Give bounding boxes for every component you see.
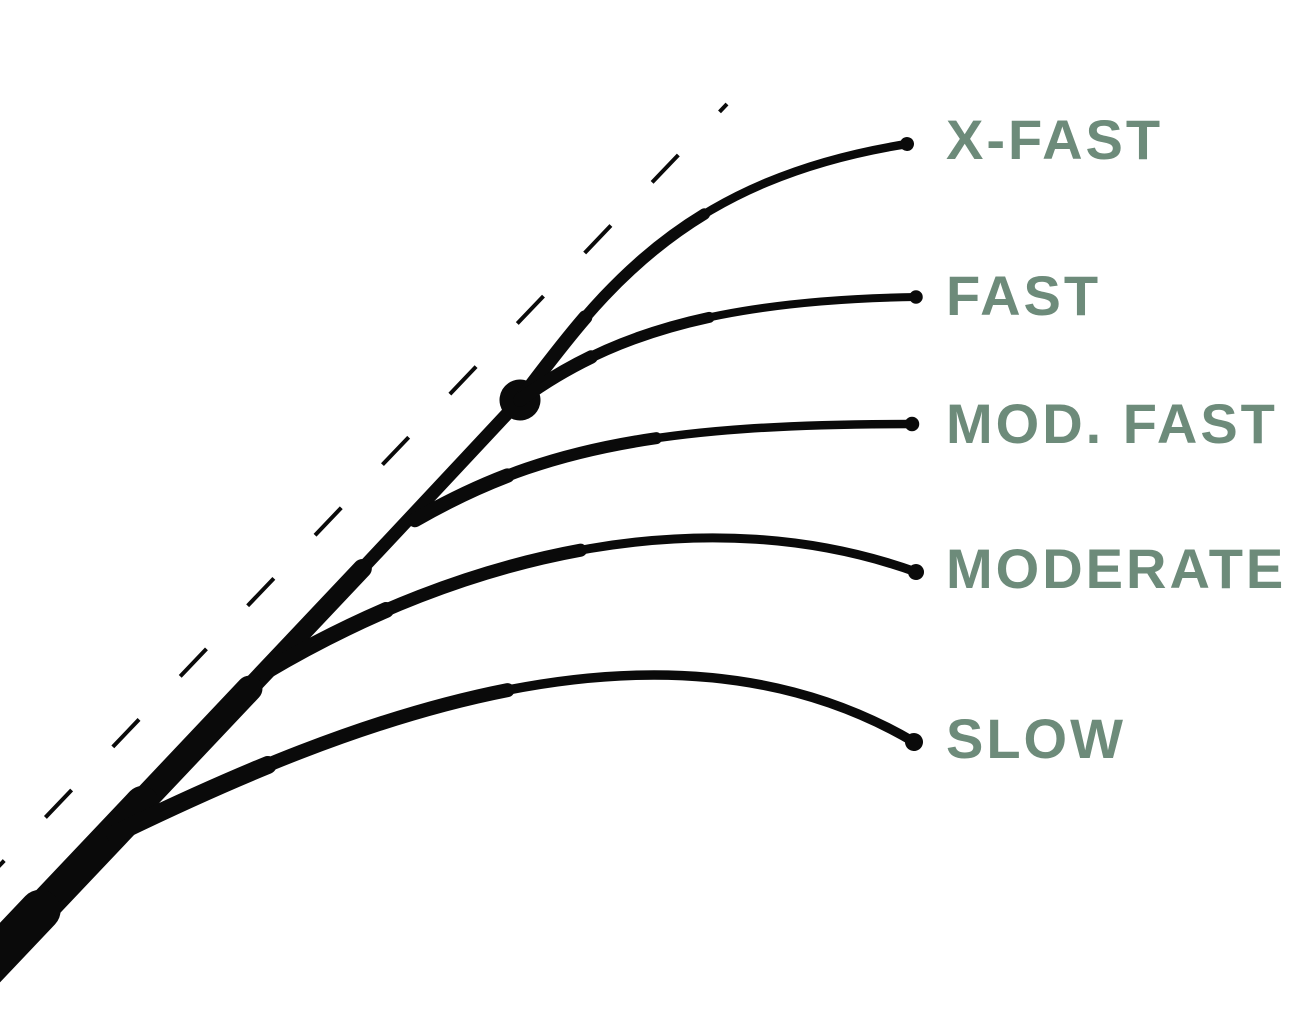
action-label-mod-fast: MOD. FAST	[946, 392, 1278, 456]
curve-x-fast	[513, 137, 914, 407]
rod-trunk-stroke	[0, 379, 541, 983]
curve-moderate	[258, 531, 923, 679]
curve-fast	[516, 293, 920, 404]
curve-fast	[513, 290, 923, 407]
curve-moderate	[257, 529, 924, 680]
curve-slow	[106, 665, 923, 843]
curve-moderate	[260, 533, 921, 677]
curve-mod-fast	[407, 416, 920, 528]
action-label-x-fast: X-FAST	[946, 108, 1164, 172]
action-label-moderate: MODERATE	[946, 537, 1287, 601]
unflexed-rod-reference-line	[0, 102, 729, 868]
action-label-slow: SLOW	[946, 707, 1126, 771]
action-label-fast: FAST	[946, 264, 1102, 328]
